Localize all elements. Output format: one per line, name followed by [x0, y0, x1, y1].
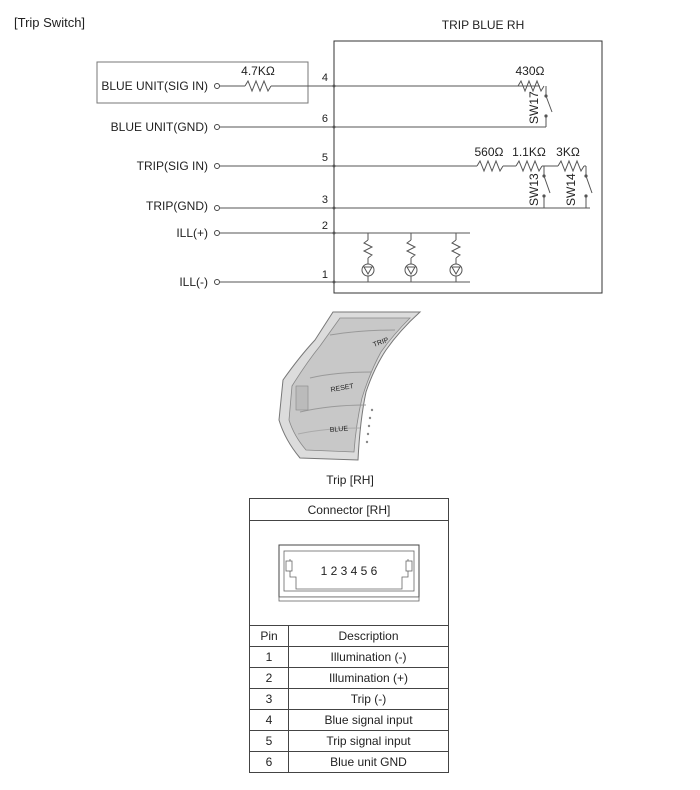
connector-table: Connector [RH] 1 2 3 4 5 6 Pin Descripti… [249, 498, 449, 773]
switch-label-sw17: SW17 [527, 91, 541, 124]
pin-cell: 2 [249, 667, 289, 689]
pin-number: 3 [322, 194, 328, 206]
resistor-label-430: 430Ω [516, 64, 545, 78]
blue-unit-box [96, 61, 309, 104]
table-row: 2 Illumination (+) [249, 667, 449, 689]
terminal-label-ill-minus: ILL(-) [179, 275, 208, 289]
resistor-label-560: 560Ω [475, 145, 504, 159]
desc-cell: Illumination (+) [288, 667, 449, 689]
switch-contacts [332, 84, 588, 284]
terminal-label-blue-sig: BLUE UNIT(SIG IN) [101, 79, 208, 93]
switch-label-sw13: SW13 [527, 173, 541, 206]
desc-cell: Trip signal input [288, 730, 449, 752]
section-title: [Trip Switch] [14, 15, 85, 30]
connector-drawing: 1 2 3 4 5 6 [278, 544, 420, 601]
wires [220, 79, 593, 283]
led-icons [361, 263, 463, 277]
connector-table-wrap: Connector [RH] 1 2 3 4 5 6 Pin Descripti… [249, 498, 449, 773]
pin-cell: 1 [249, 646, 289, 668]
pin-cell: 5 [249, 730, 289, 752]
table-row: 6 Blue unit GND [249, 751, 449, 773]
module-box [333, 40, 603, 294]
table-row: 4 Blue signal input [249, 709, 449, 731]
resistor-label-4-7k: 4.7KΩ [241, 64, 275, 78]
desc-cell: Illumination (-) [288, 646, 449, 668]
switch-label-sw14: SW14 [564, 173, 578, 206]
pin-cell: 3 [249, 688, 289, 710]
connector-pin-digits: 1 2 3 4 5 6 [321, 564, 378, 578]
table-row: 1 Illumination (-) [249, 646, 449, 668]
photo-caption: Trip [RH] [326, 473, 374, 487]
terminal-circles [214, 83, 220, 285]
desc-cell: Blue signal input [288, 709, 449, 731]
header-pin: Pin [249, 625, 289, 647]
header-description: Description [288, 625, 449, 647]
pin-number: 4 [322, 72, 328, 84]
table-row: 3 Trip (-) [249, 688, 449, 710]
desc-cell: Blue unit GND [288, 751, 449, 773]
resistor-label-3k: 3KΩ [556, 145, 580, 159]
pin-number: 2 [322, 220, 328, 232]
terminal-label-trip-sig: TRIP(SIG IN) [137, 159, 208, 173]
desc-cell: Trip (-) [288, 688, 449, 710]
pin-number: 1 [322, 269, 328, 281]
module-title: TRIP BLUE RH [442, 18, 524, 32]
pin-cell: 6 [249, 751, 289, 773]
pin-number: 5 [322, 152, 328, 164]
terminal-label-trip-gnd: TRIP(GND) [146, 199, 208, 213]
terminal-label-ill-plus: ILL(+) [176, 226, 208, 240]
panel-label-reset: RESET [330, 383, 355, 394]
connector-drawing-cell: 1 2 3 4 5 6 [249, 520, 449, 626]
pin-cell: 4 [249, 709, 289, 731]
trip-switch-photo: TRIP RESET BLUE [278, 311, 422, 461]
wiring-schematic: [Trip Switch] TRIP BLUE RH BLUE UNIT(SIG… [14, 15, 603, 461]
pin-number: 6 [322, 113, 328, 125]
terminal-label-blue-gnd: BLUE UNIT(GND) [111, 120, 208, 134]
connector-title: Connector [RH] [249, 498, 449, 521]
pin-numbers: 4 6 5 3 2 1 [322, 72, 328, 281]
table-row: 5 Trip signal input [249, 730, 449, 752]
panel-label-blue: BLUE [330, 425, 349, 434]
resistor-label-1-1k: 1.1KΩ [512, 145, 546, 159]
